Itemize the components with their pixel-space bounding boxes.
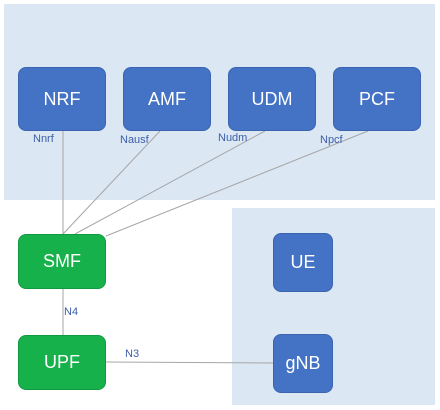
- interface-label-n4: N4: [64, 306, 79, 318]
- udm-node[interactable]: UDM: [228, 67, 316, 131]
- interface-label-n3: N3: [125, 348, 140, 360]
- link-upf-gnb: [105, 361, 274, 364]
- smf-node[interactable]: SMF: [18, 234, 106, 289]
- upf-node[interactable]: UPF: [18, 335, 106, 390]
- ue-node[interactable]: UE: [273, 233, 333, 292]
- interface-label-nausf: Nausf: [120, 134, 149, 146]
- gnb-node[interactable]: gNB: [273, 334, 333, 393]
- pcf-node[interactable]: PCF: [333, 67, 421, 131]
- link-udm-smf: [74, 130, 266, 235]
- interface-label-npcf: Npcf: [320, 134, 343, 146]
- link-amf-smf: [62, 130, 161, 235]
- link-pcf-smf: [105, 130, 369, 237]
- nrf-node[interactable]: NRF: [18, 67, 106, 131]
- interface-label-nnrf: Nnrf: [33, 133, 54, 145]
- interface-label-nudm: Nudm: [218, 132, 248, 144]
- amf-node[interactable]: AMF: [123, 67, 211, 131]
- access-region: [232, 208, 435, 405]
